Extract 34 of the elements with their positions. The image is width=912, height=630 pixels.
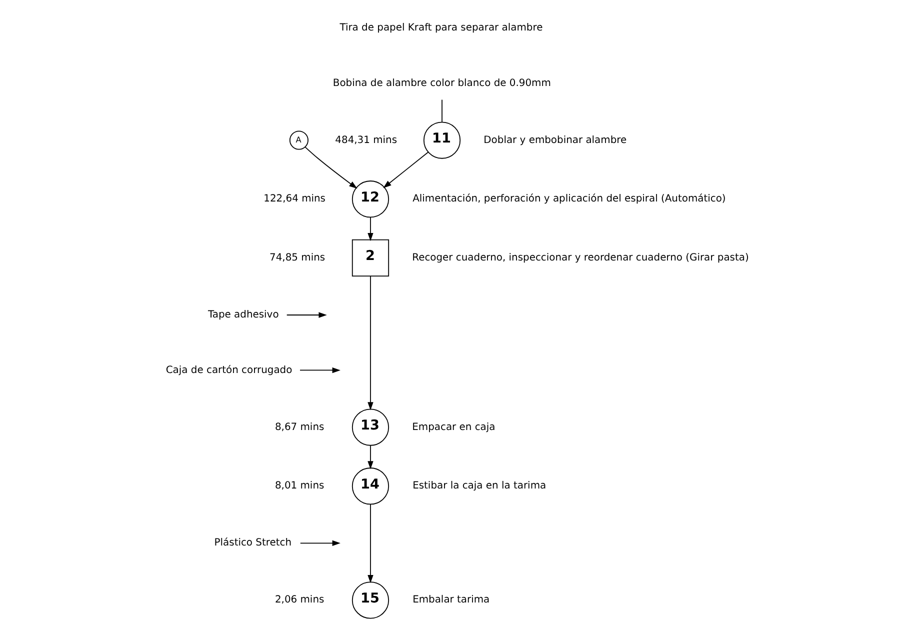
node-circle: 15 <box>351 582 389 619</box>
arrow <box>299 540 340 546</box>
arrow <box>382 152 428 188</box>
node-label: 2,06 mins <box>274 594 324 606</box>
node-label: 8,67 mins <box>274 422 324 433</box>
node-label: Embalar tarima <box>412 594 490 606</box>
node-circle: 14 <box>351 468 389 505</box>
node-circle: 11 <box>422 122 460 159</box>
arrow <box>367 504 373 584</box>
node-label: 484,31 mins <box>334 134 397 146</box>
node-text: Tape adhesivo <box>207 310 278 321</box>
node-box: 2 <box>351 239 389 277</box>
arrow <box>299 367 340 374</box>
node-text: Plástico Stretch <box>214 538 292 549</box>
node-text: Bobina de alambre color blanco de 0.90mm <box>332 78 550 89</box>
node-label: Doblar y embobinar alambre <box>483 134 626 146</box>
arrow <box>286 312 326 318</box>
connector <box>441 99 442 122</box>
arrow <box>304 146 357 189</box>
node-label: 122,64 mins <box>263 194 326 205</box>
node-circle: 13 <box>351 408 389 446</box>
node-text: Tira de papel Kraft para separar alambre <box>339 22 542 34</box>
arrow <box>367 276 373 410</box>
node-label: 8,01 mins <box>274 480 324 492</box>
node-label: 74,85 mins <box>269 252 325 264</box>
node-label: Alimentación, perforación y aplicación del espiral (Automático) <box>412 194 726 205</box>
node-text: Caja de cartón corrugado <box>165 364 292 376</box>
node-label: Estibar la caja en la tarima <box>412 480 546 492</box>
node-circle: A <box>288 130 308 150</box>
node-label: Empacar en caja <box>412 422 495 433</box>
arrow <box>367 216 373 242</box>
node-circle: 12 <box>351 180 389 218</box>
arrow <box>367 445 373 470</box>
node-label: Recoger cuaderno, inspeccionar y reordenar cuaderno (Girar pasta) <box>412 252 748 264</box>
